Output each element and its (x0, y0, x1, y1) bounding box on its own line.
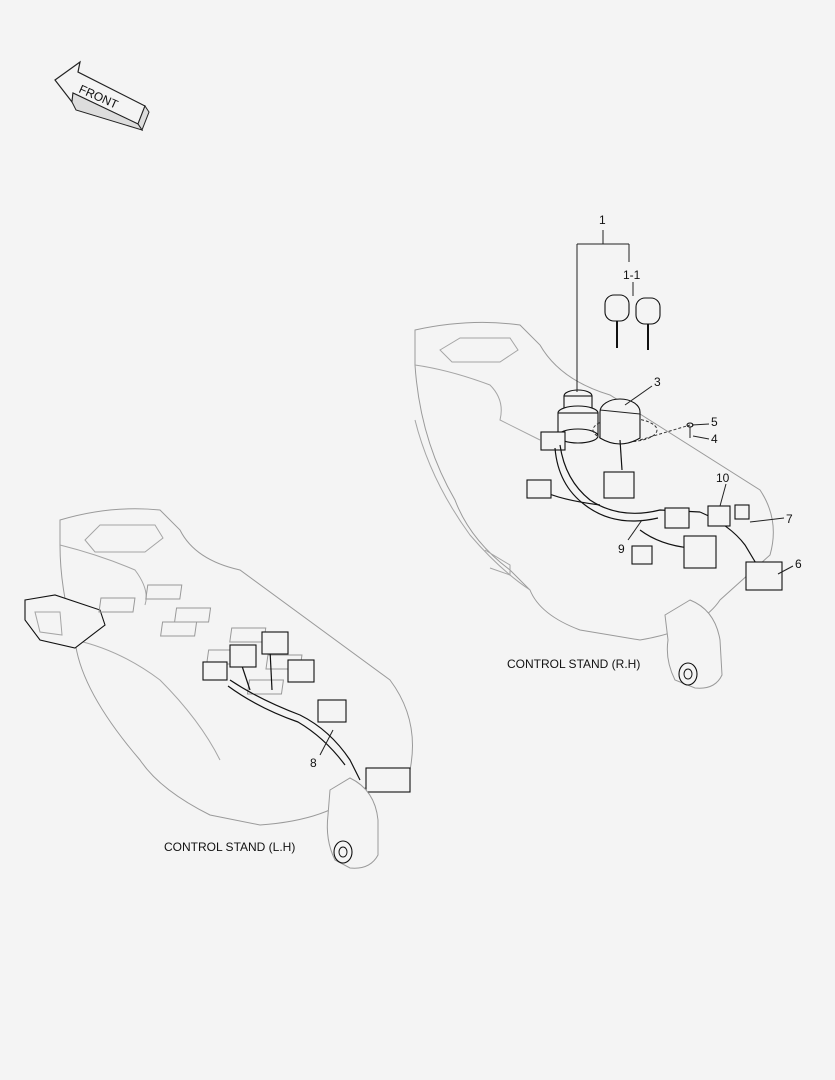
callouts: 1 1-1 3 5 4 10 7 6 9 8 (310, 213, 802, 770)
callout-5: 5 (711, 415, 718, 429)
callout-3: 3 (654, 375, 661, 389)
callout-10: 10 (716, 471, 730, 485)
control-stand-right (414, 321, 783, 689)
callout-8: 8 (310, 756, 317, 770)
callout-1: 1 (599, 213, 606, 227)
callout-7: 7 (786, 512, 793, 526)
control-stand-left (24, 508, 413, 869)
callout-4: 4 (711, 432, 718, 446)
callout-1-1: 1-1 (623, 268, 641, 282)
ignition-keys (604, 294, 661, 350)
caption-control-stand-right: CONTROL STAND (R.H) (507, 657, 640, 671)
front-arrow: FRONT (54, 60, 150, 132)
callout-9: 9 (618, 542, 625, 556)
callout-6: 6 (795, 557, 802, 571)
caption-control-stand-left: CONTROL STAND (L.H) (164, 840, 295, 854)
